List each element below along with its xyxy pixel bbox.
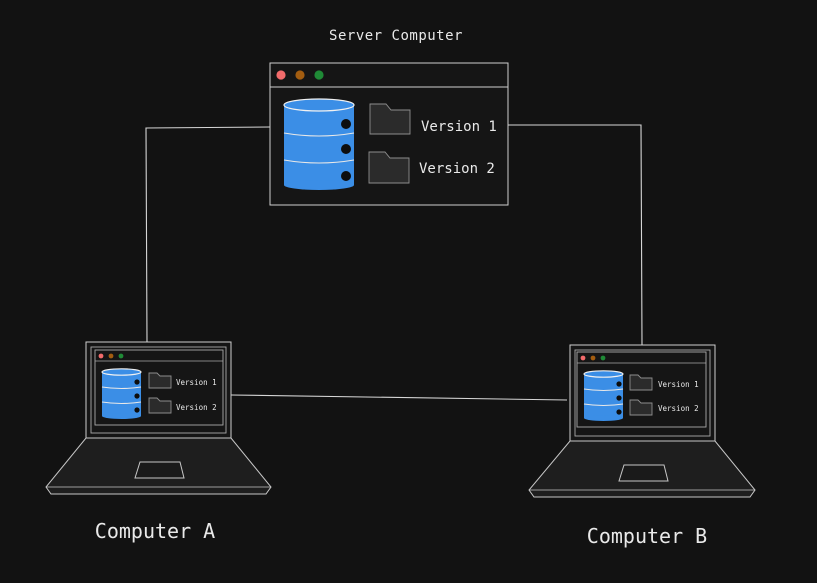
minimize-dot-icon bbox=[295, 70, 305, 80]
computer-a-file-version-2: Version 2 bbox=[148, 397, 217, 414]
computer-a-label: Computer A bbox=[95, 519, 215, 543]
maximize-dot-icon bbox=[118, 353, 124, 359]
maximize-dot-icon bbox=[314, 70, 324, 80]
laptop-trackpad bbox=[618, 464, 669, 482]
folder-icon bbox=[629, 374, 653, 391]
server-computer: Server Computer Version 1 Versio bbox=[269, 28, 509, 206]
folder-icon bbox=[148, 372, 172, 389]
connector-computer-a-to-computer-b bbox=[230, 394, 568, 401]
computer-a-file-version-1: Version 1 bbox=[148, 372, 217, 389]
database-icon bbox=[583, 370, 624, 421]
maximize-dot-icon bbox=[600, 355, 606, 361]
folder-icon bbox=[368, 151, 410, 184]
computer-a-file-label: Version 1 bbox=[176, 378, 217, 387]
folder-icon bbox=[629, 399, 653, 416]
folder-icon bbox=[148, 397, 172, 414]
server-window-controls bbox=[276, 70, 324, 80]
connector-server-to-computer-b bbox=[508, 124, 643, 346]
computer-b-label: Computer B bbox=[587, 524, 707, 548]
computer-b-file-label: Version 2 bbox=[658, 404, 699, 413]
server-file-version-2: Version 2 bbox=[368, 151, 495, 184]
minimize-dot-icon bbox=[108, 353, 114, 359]
server-file-version-1: Version 1 bbox=[369, 103, 497, 135]
computer-a: Version 1 Version 2 Computer A bbox=[45, 341, 272, 543]
computer-b-file-version-1: Version 1 bbox=[629, 374, 699, 391]
close-dot-icon bbox=[580, 355, 586, 361]
window-controls bbox=[98, 353, 124, 359]
database-icon bbox=[101, 368, 142, 419]
close-dot-icon bbox=[98, 353, 104, 359]
close-dot-icon bbox=[276, 70, 286, 80]
connection-lines bbox=[145, 124, 643, 401]
minimize-dot-icon bbox=[590, 355, 596, 361]
server-file-label: Version 1 bbox=[421, 119, 497, 135]
server-file-label: Version 2 bbox=[419, 161, 495, 177]
folder-icon bbox=[369, 103, 411, 135]
connector-server-to-computer-a bbox=[145, 126, 271, 343]
computer-a-file-label: Version 2 bbox=[176, 403, 217, 412]
window-controls bbox=[580, 355, 606, 361]
computer-b: Version 1 Version 2 Computer B bbox=[528, 344, 756, 548]
computer-b-file-label: Version 1 bbox=[658, 380, 699, 389]
computer-b-file-version-2: Version 2 bbox=[629, 399, 699, 416]
server-title: Server Computer bbox=[329, 28, 463, 44]
database-icon bbox=[283, 98, 355, 190]
laptop-trackpad bbox=[134, 461, 185, 479]
